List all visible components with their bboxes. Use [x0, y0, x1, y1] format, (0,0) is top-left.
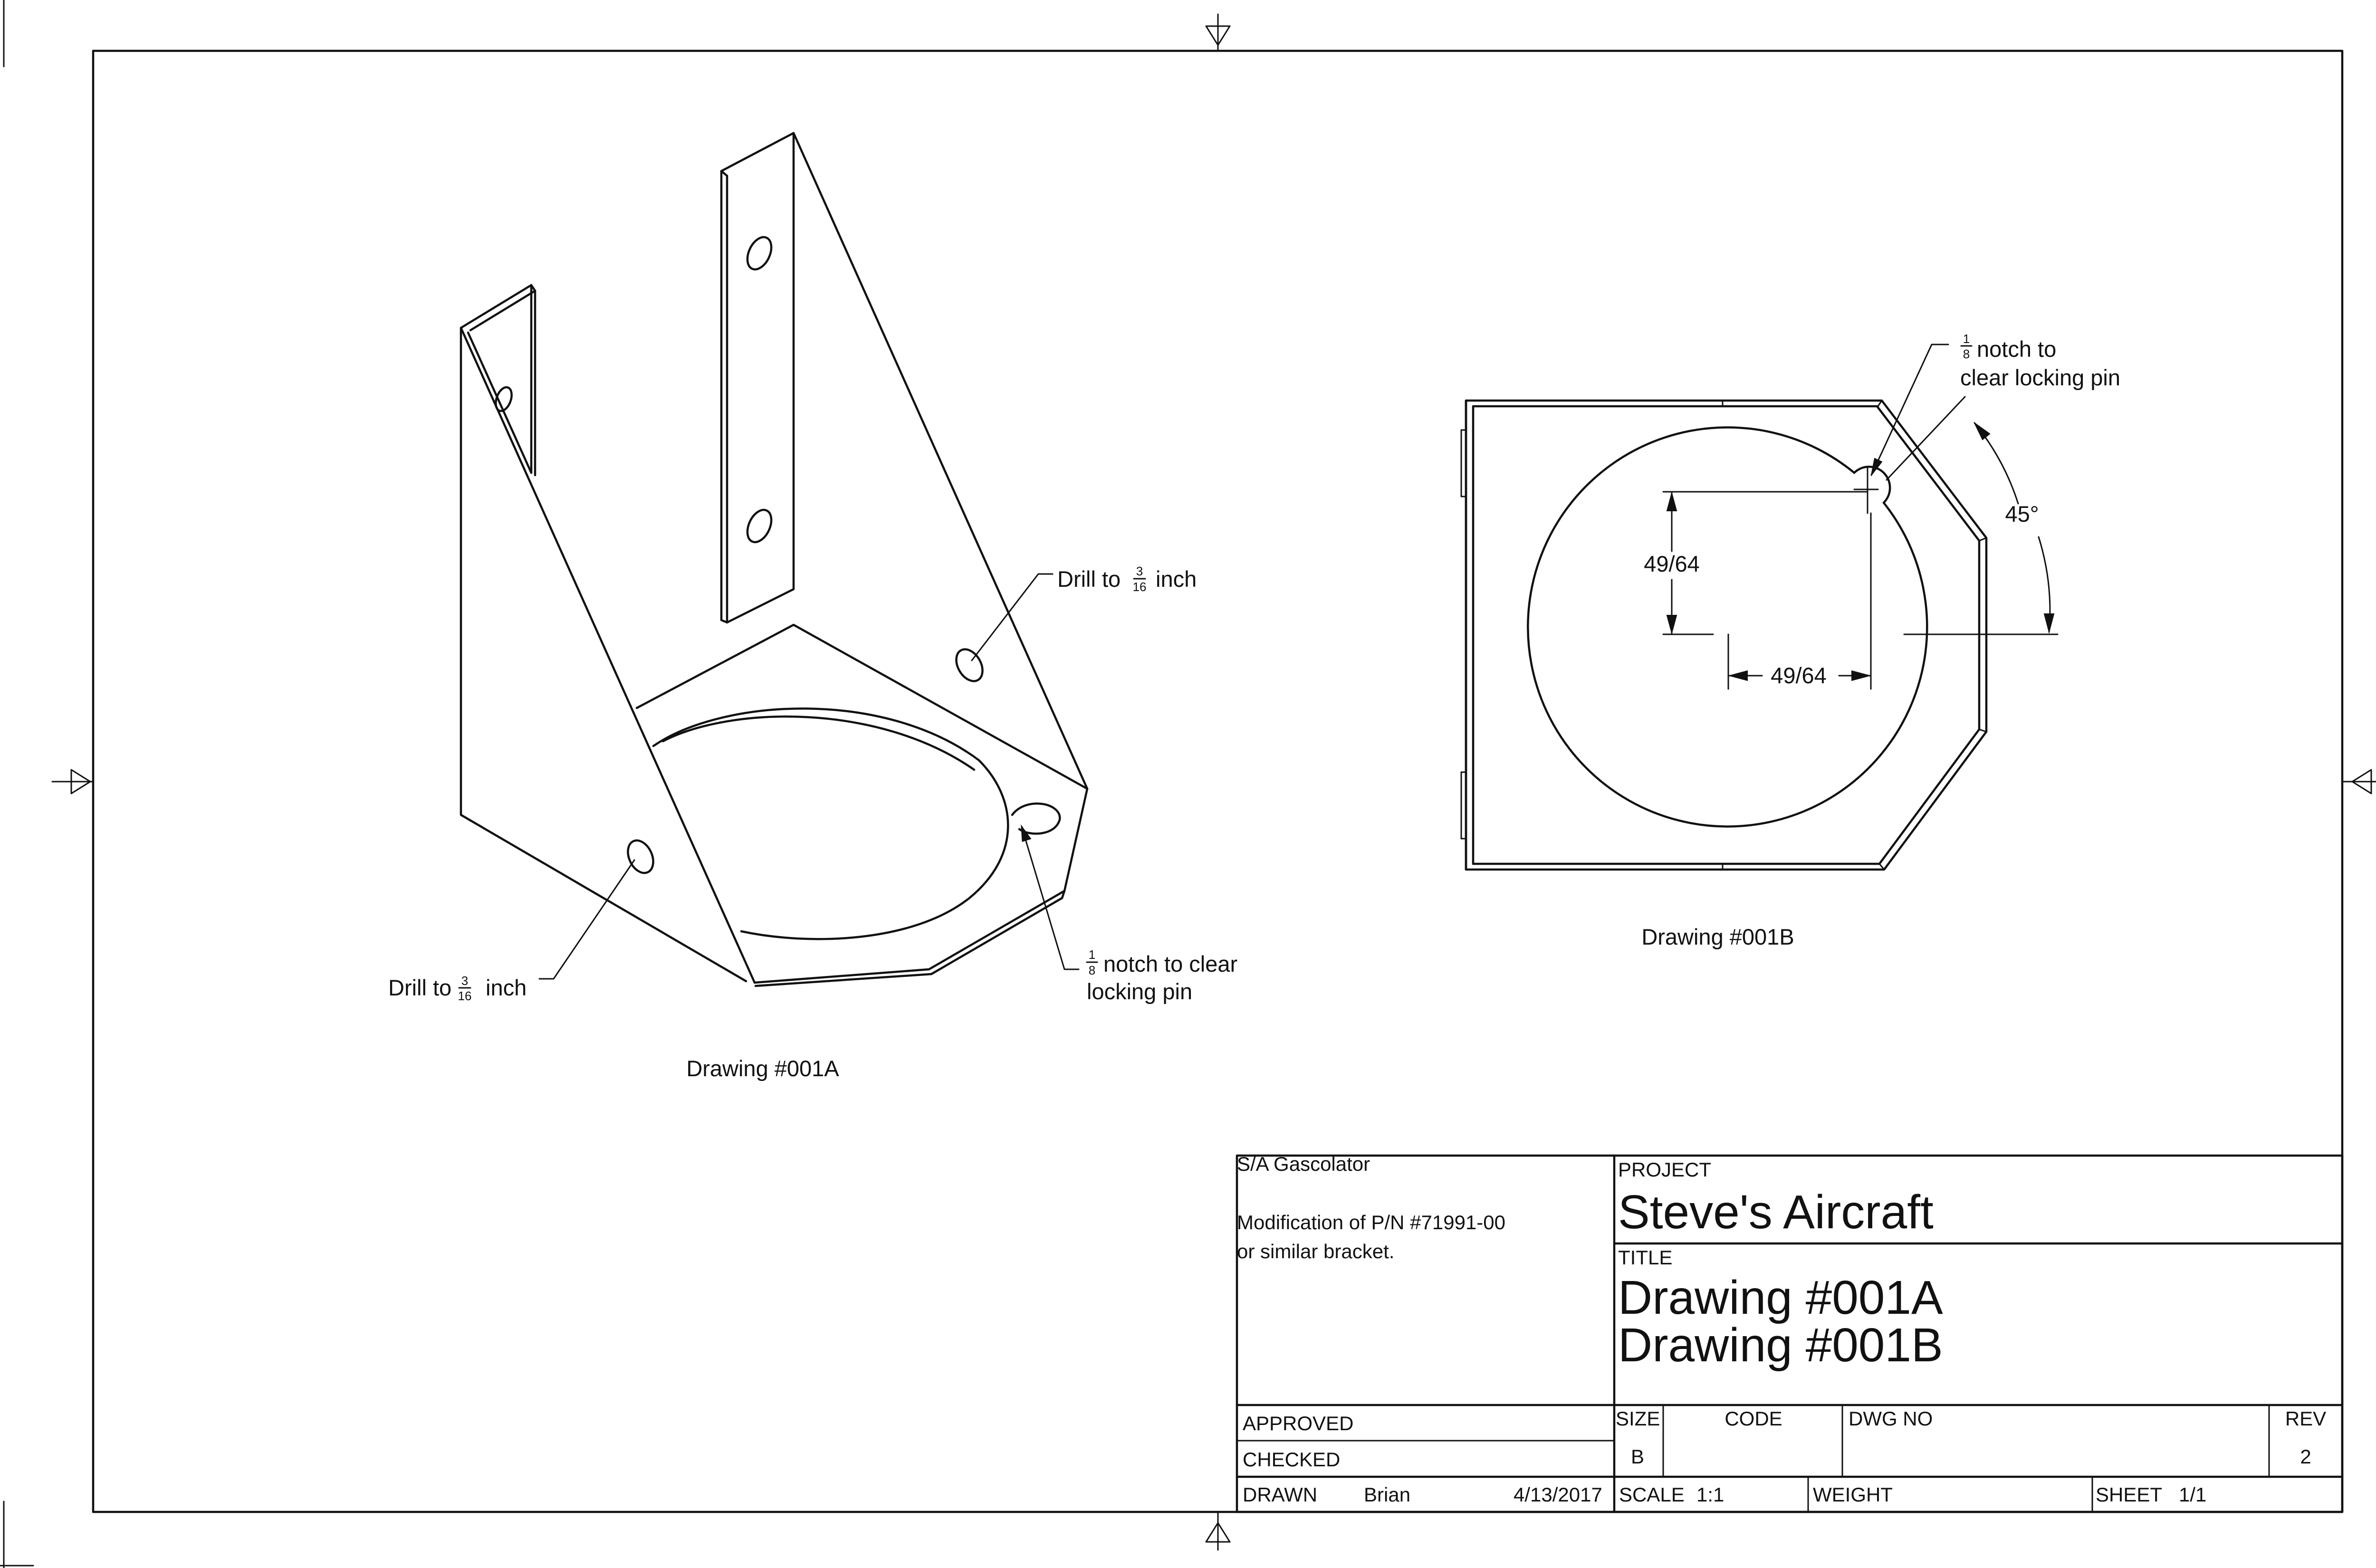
plate-opening — [1527, 426, 1928, 828]
rev-label: REV — [2285, 1407, 2326, 1430]
drill-left-num: 3 — [461, 974, 468, 988]
dwgno-label: DWG NO — [1849, 1407, 1933, 1430]
notch-a-num: 1 — [1089, 947, 1095, 962]
drill-right-den: 16 — [1133, 580, 1147, 594]
notes-title: S/A Gascolator — [1237, 1153, 1370, 1175]
notes-line2: or similar bracket. — [1237, 1240, 1394, 1262]
caption-001a: Drawing #001A — [686, 1056, 839, 1081]
notch-a-den: 8 — [1089, 963, 1095, 977]
right-plate-hole — [955, 648, 984, 682]
title-label: TITLE — [1618, 1246, 1672, 1269]
sheet-label: SHEET — [2096, 1483, 2162, 1506]
notch-b-line2: clear locking pin — [1960, 365, 2120, 390]
left-tab-hole — [495, 386, 513, 412]
center-tab-hole-upper — [746, 236, 773, 271]
drawn-label: DRAWN — [1243, 1483, 1317, 1506]
project-name: Steve's Aircraft — [1618, 1186, 1934, 1239]
notch-b-num: 1 — [1963, 332, 1970, 346]
drill-right-unit: inch — [1156, 566, 1197, 592]
left-plate-hole — [627, 839, 654, 874]
scale-label: SCALE — [1619, 1483, 1685, 1506]
weight-label: WEIGHT — [1813, 1483, 1893, 1506]
title-line2: Drawing #001B — [1618, 1319, 1943, 1372]
code-label: CODE — [1725, 1407, 1782, 1430]
checked-label: CHECKED — [1243, 1448, 1340, 1471]
scale-value: 1:1 — [1696, 1483, 1724, 1506]
size-label: SIZE — [1616, 1407, 1660, 1430]
drill-right-num: 3 — [1136, 564, 1143, 578]
center-marks — [51, 13, 2376, 1551]
sheet-value: 1/1 — [2179, 1483, 2206, 1506]
drawn-date: 4/13/2017 — [1514, 1483, 1602, 1506]
drill-label-right: Drill to — [1057, 566, 1121, 592]
plate-notch — [1853, 466, 1891, 504]
notch-a-line1: notch to clear — [1103, 951, 1237, 976]
drawn-by: Brian — [1364, 1483, 1410, 1506]
drill-left-unit: inch — [486, 975, 527, 1000]
notch-a-line2: locking pin — [1087, 979, 1192, 1004]
bracket-opening — [652, 708, 1009, 940]
dim-horizontal: 49/64 — [1771, 663, 1827, 688]
approved-label: APPROVED — [1243, 1412, 1353, 1434]
drill-left-den: 16 — [458, 989, 472, 1003]
rev-value: 2 — [2300, 1445, 2311, 1468]
notes-line1: Modification of P/N #71991-00 — [1237, 1211, 1505, 1233]
notch-b-den: 8 — [1963, 347, 1970, 361]
drawing-001b: 49/64 49/64 45° 1 8 notch to clear locki… — [1460, 332, 2120, 949]
drawing-001a: Drill to 3 16 inch Drill to 3 16 inch 1 … — [388, 132, 1237, 1081]
project-label: PROJECT — [1618, 1158, 1711, 1181]
dim-vertical: 49/64 — [1644, 551, 1700, 576]
title-line1: Drawing #001A — [1618, 1271, 1943, 1324]
title-block: S/A Gascolator Modification of P/N #7199… — [1236, 1153, 2344, 1513]
drill-label-left: Drill to — [388, 975, 451, 1000]
notch-b-line1: notch to — [1977, 336, 2056, 362]
center-tab-hole-lower — [746, 508, 773, 544]
bracket-notch — [1011, 803, 1061, 835]
angle-dim: 45° — [2005, 501, 2039, 526]
size-value: B — [1631, 1445, 1644, 1468]
caption-001b: Drawing #001B — [1641, 924, 1794, 949]
